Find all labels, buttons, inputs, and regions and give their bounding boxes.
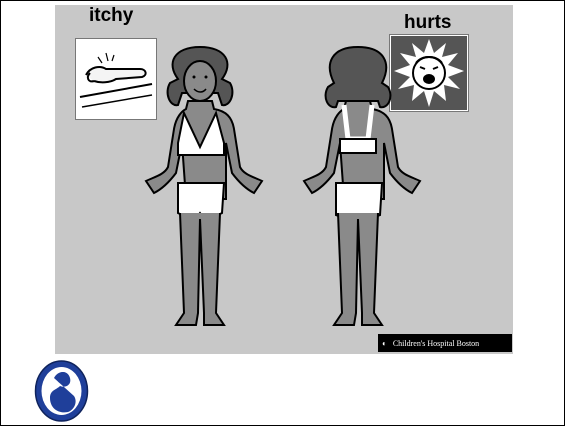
hospital-logo-icon (34, 360, 89, 422)
hurts-label: hurts (404, 12, 452, 34)
girl-back-figure (284, 43, 432, 333)
hospital-badge-text: Children's Hospital Boston (393, 339, 479, 348)
hospital-badge: ◐ Children's Hospital Boston (378, 334, 512, 352)
itchy-label: itchy (89, 5, 133, 27)
girl-front-figure (126, 43, 274, 333)
hospital-icon: ◐ (382, 339, 387, 348)
